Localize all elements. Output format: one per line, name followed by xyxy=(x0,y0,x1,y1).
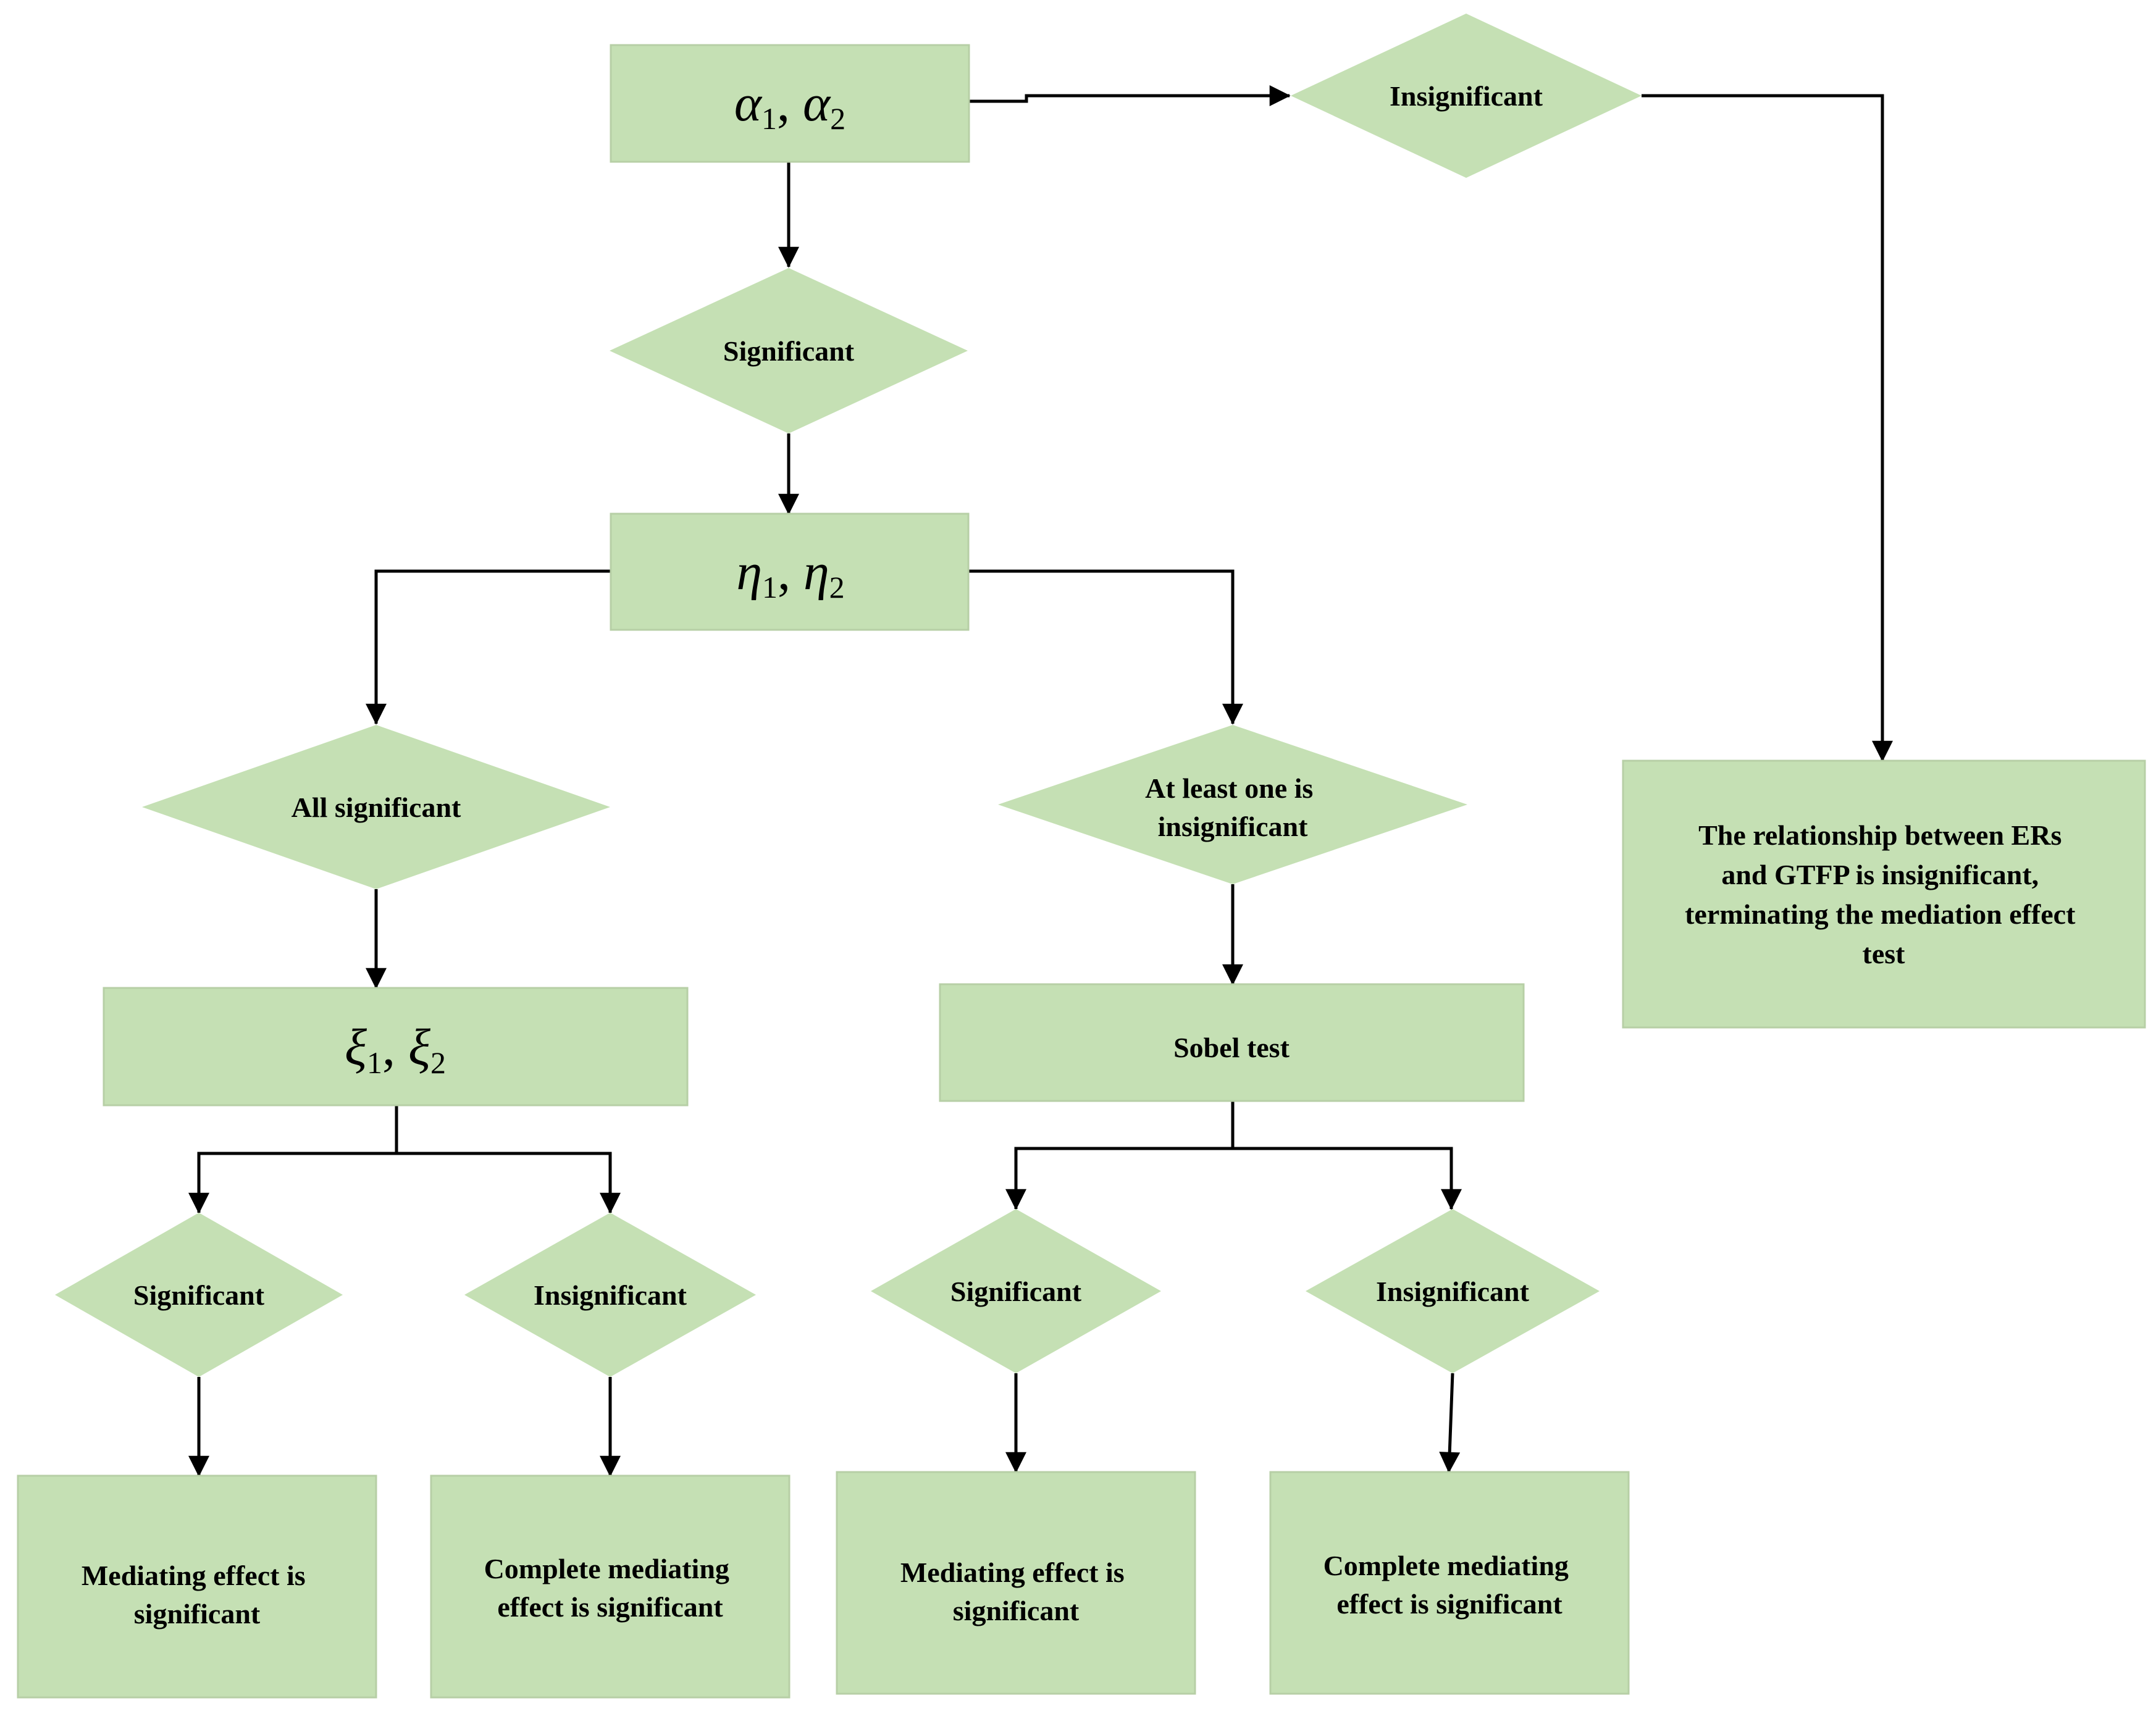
sobel-test-label: Sobel test xyxy=(1173,1032,1290,1063)
result-terminate-test: The relationship between ERs and GTFP is… xyxy=(1622,759,2146,1029)
decision-significant-xi: Significant xyxy=(55,1213,343,1377)
alpha-label: α1, α2 xyxy=(734,75,845,136)
decision-insignificant-top: Insignificant xyxy=(1291,14,1642,178)
decision-insignificant-xi-label: Insignificant xyxy=(534,1279,687,1311)
decision-significant-sobel-label: Significant xyxy=(950,1276,1082,1307)
result-complete-mediating-1-label: Complete mediating effect is significant xyxy=(484,1553,737,1623)
result-complete-mediating-2-label: Complete mediating effect is significant xyxy=(1323,1550,1576,1620)
result-mediating-effect-2: Mediating effect is significant xyxy=(836,1471,1196,1695)
decision-significant-main-label: Significant xyxy=(723,335,855,367)
result-complete-mediating-1: Complete mediating effect is significant xyxy=(430,1475,791,1699)
decision-insignificant-sobel-label: Insignificant xyxy=(1376,1276,1530,1307)
eta-box: η1, η2 xyxy=(610,512,970,631)
decision-at-least-one-insignificant: At least one is insignificant xyxy=(998,725,1467,884)
eta-label: η1, η2 xyxy=(736,543,844,604)
arrow-insignificant-to-terminate xyxy=(1642,94,1893,762)
sobel-test-box: Sobel test xyxy=(939,983,1525,1102)
decision-insignificant-sobel: Insignificant xyxy=(1306,1209,1600,1373)
arrow-xi-to-significant xyxy=(188,1152,396,1214)
connectors xyxy=(188,85,1893,1477)
arrow-sobel-to-insignificant xyxy=(1233,1147,1462,1210)
xi-label: ξ1, ξ2 xyxy=(345,1019,446,1080)
alpha-box: α1, α2 xyxy=(610,44,970,163)
arrow-alpha-to-insignificant xyxy=(969,85,1291,106)
arrow-xi-to-insignificant xyxy=(396,1152,621,1214)
arrow-eta-to-at-least-one xyxy=(968,569,1243,725)
arrow-eta-to-all-significant xyxy=(366,569,611,725)
decision-all-significant-label: All significant xyxy=(292,792,461,823)
result-mediating-effect-2-label: Mediating effect is significant xyxy=(900,1557,1131,1626)
decision-insignificant-top-label: Insignificant xyxy=(1390,80,1543,112)
decision-all-significant: All significant xyxy=(142,725,610,889)
result-mediating-effect-1: Mediating effect is significant xyxy=(17,1475,377,1699)
decision-significant-sobel: Significant xyxy=(871,1209,1161,1373)
arrow-sobel-to-significant xyxy=(1005,1147,1233,1210)
arrow-insignificant-to-complete-2 xyxy=(1439,1373,1461,1473)
result-terminate-test-label: The relationship between ERs and GTFP is… xyxy=(1685,819,2083,969)
decision-significant-main: Significant xyxy=(610,268,968,433)
decision-significant-xi-label: Significant xyxy=(133,1279,265,1311)
decision-insignificant-xi: Insignificant xyxy=(464,1213,756,1377)
decision-at-least-one-label: At least one is insignificant xyxy=(1145,772,1320,842)
result-complete-mediating-2: Complete mediating effect is significant xyxy=(1269,1471,1630,1695)
result-mediating-effect-1-label: Mediating effect is significant xyxy=(82,1560,312,1629)
xi-box: ξ1, ξ2 xyxy=(103,987,689,1107)
